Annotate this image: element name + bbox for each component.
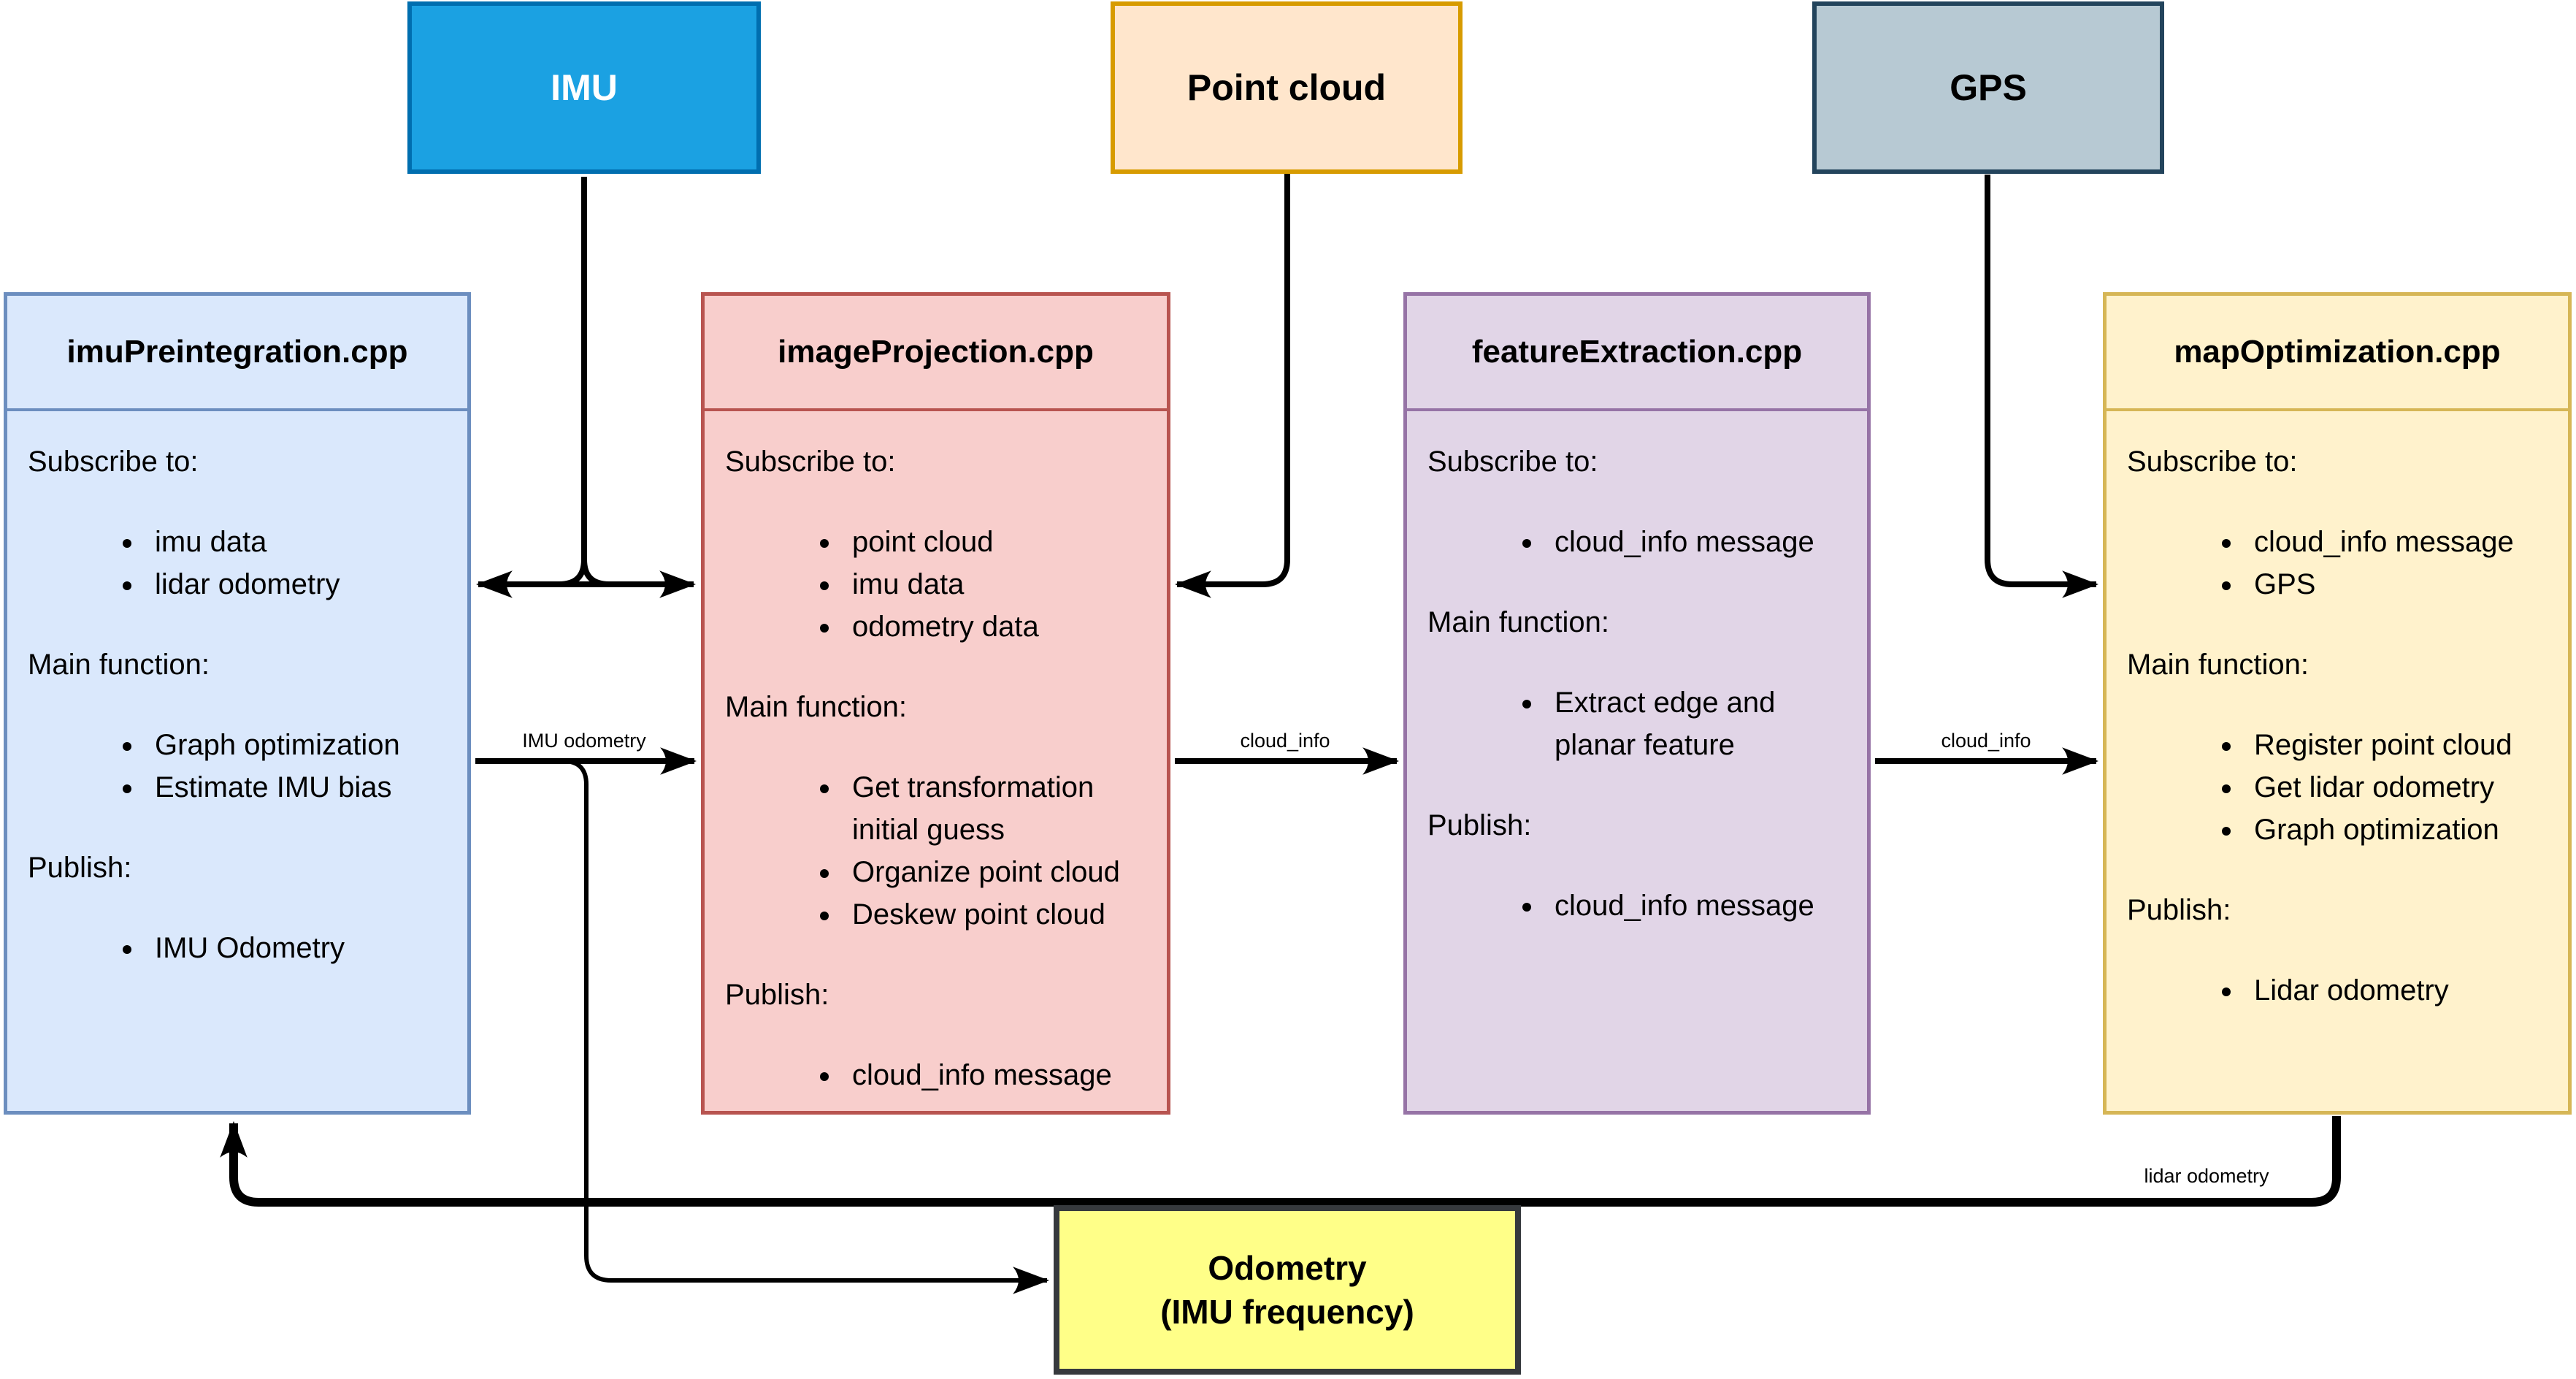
section-heading: Publish: [28,852,132,884]
section-heading: Publish: [725,979,829,1011]
source-label-gps: GPS [1950,67,2027,108]
bullet-item: Estimate IMU bias [145,766,450,809]
edge-label-lidar-odometry: lidar odometry [2139,1165,2274,1188]
bullet-item: Extract edge and planar feature [1544,681,1849,766]
bullet-list: point cloud imu data odometry data [725,521,1149,648]
bullet-list: Get transformation initial guess Organiz… [725,766,1149,936]
bullet-list: Register point cloud Get lidar odometry … [2127,724,2550,851]
module-body: Subscribe to: imu data lidar odometry Ma… [7,411,467,969]
source-label-imu: IMU [551,67,618,108]
section-heading: Main function: [725,691,908,723]
section-heading: Subscribe to: [725,446,896,478]
section-heading: Main function: [28,649,210,681]
bullet-list: cloud_info message [725,1054,1149,1096]
section-heading: Subscribe to: [2127,446,2298,478]
bullet-item: Organize point cloud [842,851,1149,893]
bullet-list: Lidar odometry [2127,969,2550,1012]
bullet-list: imu data lidar odometry [28,521,450,606]
edge-gps-to-mapoptimization [1985,175,2099,598]
bullet-item: cloud_info message [1544,521,1849,563]
module-title: mapOptimization.cpp [2107,296,2568,411]
edge-label-imu-odometry: IMU odometry [518,730,651,752]
bullet-item: GPS [2244,563,2550,606]
bullet-list: cloud_info message [1427,885,1849,927]
module-map-optimization: mapOptimization.cpp Subscribe to: cloud_… [2103,292,2572,1115]
edge-lidar-odometry-feedback [220,1116,2341,1207]
module-body: Subscribe to: cloud_info message Main fu… [1407,411,1867,927]
bullet-item: odometry data [842,606,1149,648]
source-label-point-cloud: Point cloud [1187,67,1387,108]
output-box-odometry: Odometry (IMU frequency) [1054,1205,1521,1375]
edge-label-cloud-info-a: cloud_info [1235,730,1335,752]
module-imu-preintegration: imuPreintegration.cpp Subscribe to: imu … [4,292,471,1115]
edge-imu-trunk [559,177,610,587]
bullet-item: Deskew point cloud [842,893,1149,936]
bullet-list: cloud_info message [1427,521,1849,563]
edge-pointcloud-to-imageprojection [1174,174,1290,598]
bullet-item: Graph optimization [145,724,450,766]
bullet-item: IMU Odometry [145,927,450,969]
module-title: imuPreintegration.cpp [7,296,467,411]
bullet-item: lidar odometry [145,563,450,606]
bullet-list: Extract edge and planar feature [1427,681,1849,766]
section-heading: Publish: [2127,894,2231,926]
bullet-item: Get lidar odometry [2244,766,2550,809]
source-box-imu: IMU [407,1,761,174]
bullet-item: Register point cloud [2244,724,2550,766]
section-heading: Main function: [1427,606,1610,638]
module-body: Subscribe to: point cloud imu data odome… [705,411,1167,1096]
module-feature-extraction: featureExtraction.cpp Subscribe to: clou… [1403,292,1871,1115]
bullet-list: Graph optimization Estimate IMU bias [28,724,450,809]
section-heading: Publish: [1427,809,1532,841]
bullet-item: Graph optimization [2244,809,2550,851]
section-heading: Subscribe to: [28,446,199,478]
bullet-item: cloud_info message [2244,521,2550,563]
bullet-list: IMU Odometry [28,927,450,969]
section-heading: Subscribe to: [1427,446,1598,478]
module-title: featureExtraction.cpp [1407,296,1867,411]
bullet-item: cloud_info message [1544,885,1849,927]
bullet-item: Lidar odometry [2244,969,2550,1012]
edge-label-cloud-info-b: cloud_info [1936,730,2036,752]
module-body: Subscribe to: cloud_info message GPS Mai… [2107,411,2568,1012]
source-box-gps: GPS [1812,1,2164,174]
output-label-line1: Odometry [1208,1249,1367,1287]
bullet-item: Get transformation initial guess [842,766,1149,851]
section-heading: Main function: [2127,649,2309,681]
bullet-item: imu data [145,521,450,563]
bullet-item: cloud_info message [842,1054,1149,1096]
module-image-projection: imageProjection.cpp Subscribe to: point … [701,292,1170,1115]
bullet-item: point cloud [842,521,1149,563]
module-title: imageProjection.cpp [705,296,1167,411]
source-box-point-cloud: Point cloud [1111,1,1463,174]
bullet-list: cloud_info message GPS [2127,521,2550,606]
bullet-item: imu data [842,563,1149,606]
output-label-line2: (IMU frequency) [1160,1293,1414,1331]
